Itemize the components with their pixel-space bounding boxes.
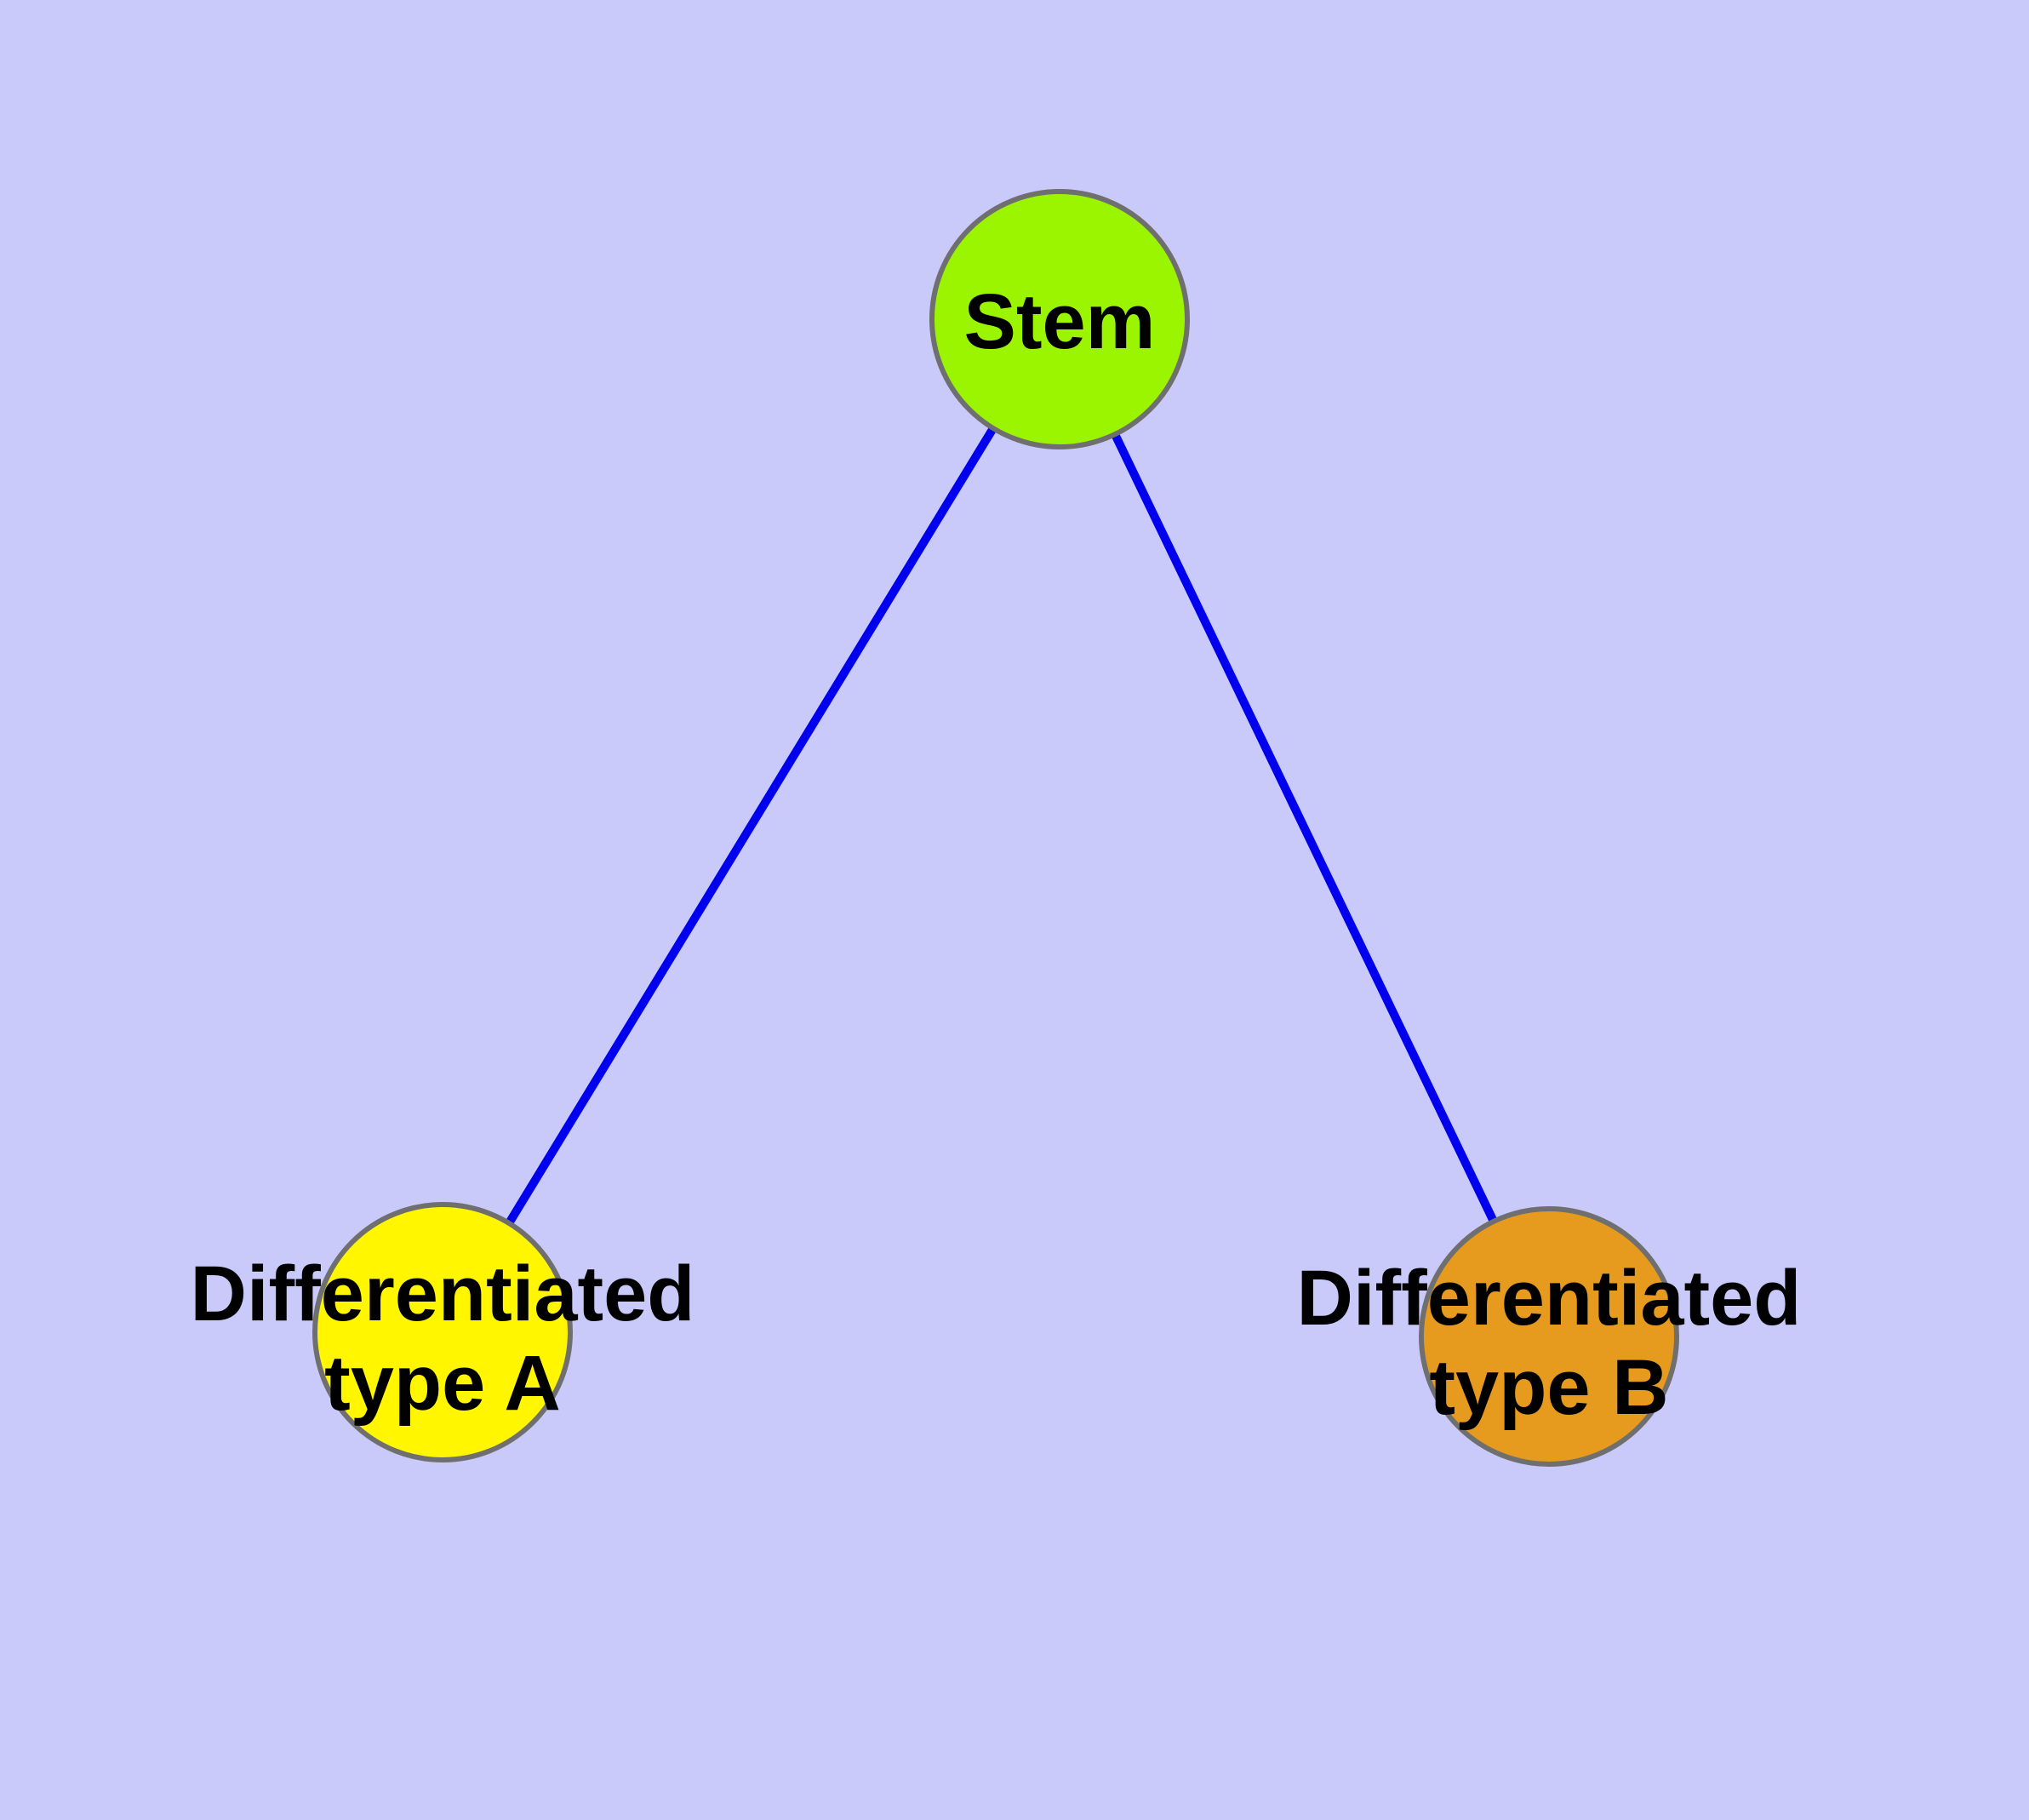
- node-differentiated-type-b: Differentiated type B: [1297, 1206, 1802, 1467]
- node-differentiated-type-b-circle: [1419, 1206, 1679, 1467]
- node-differentiated-type-a-circle: [312, 1202, 573, 1462]
- node-stem-circle: [929, 189, 1190, 449]
- node-differentiated-type-b-label-line2: type B: [1429, 1344, 1668, 1431]
- node-differentiated-type-b-label-line1: Differentiated: [1297, 1255, 1802, 1342]
- node-differentiated-type-a-label-line1: Differentiated: [191, 1251, 695, 1337]
- node-differentiated-type-a-label-line2: type A: [324, 1340, 561, 1427]
- node-differentiated-type-a: Differentiated type A: [191, 1202, 695, 1462]
- edge-stem-to-type-a: [438, 315, 1064, 1336]
- node-stem: Stem: [929, 189, 1190, 449]
- node-stem-label: Stem: [964, 278, 1156, 365]
- edge-stem-to-type-b: [1055, 315, 1553, 1341]
